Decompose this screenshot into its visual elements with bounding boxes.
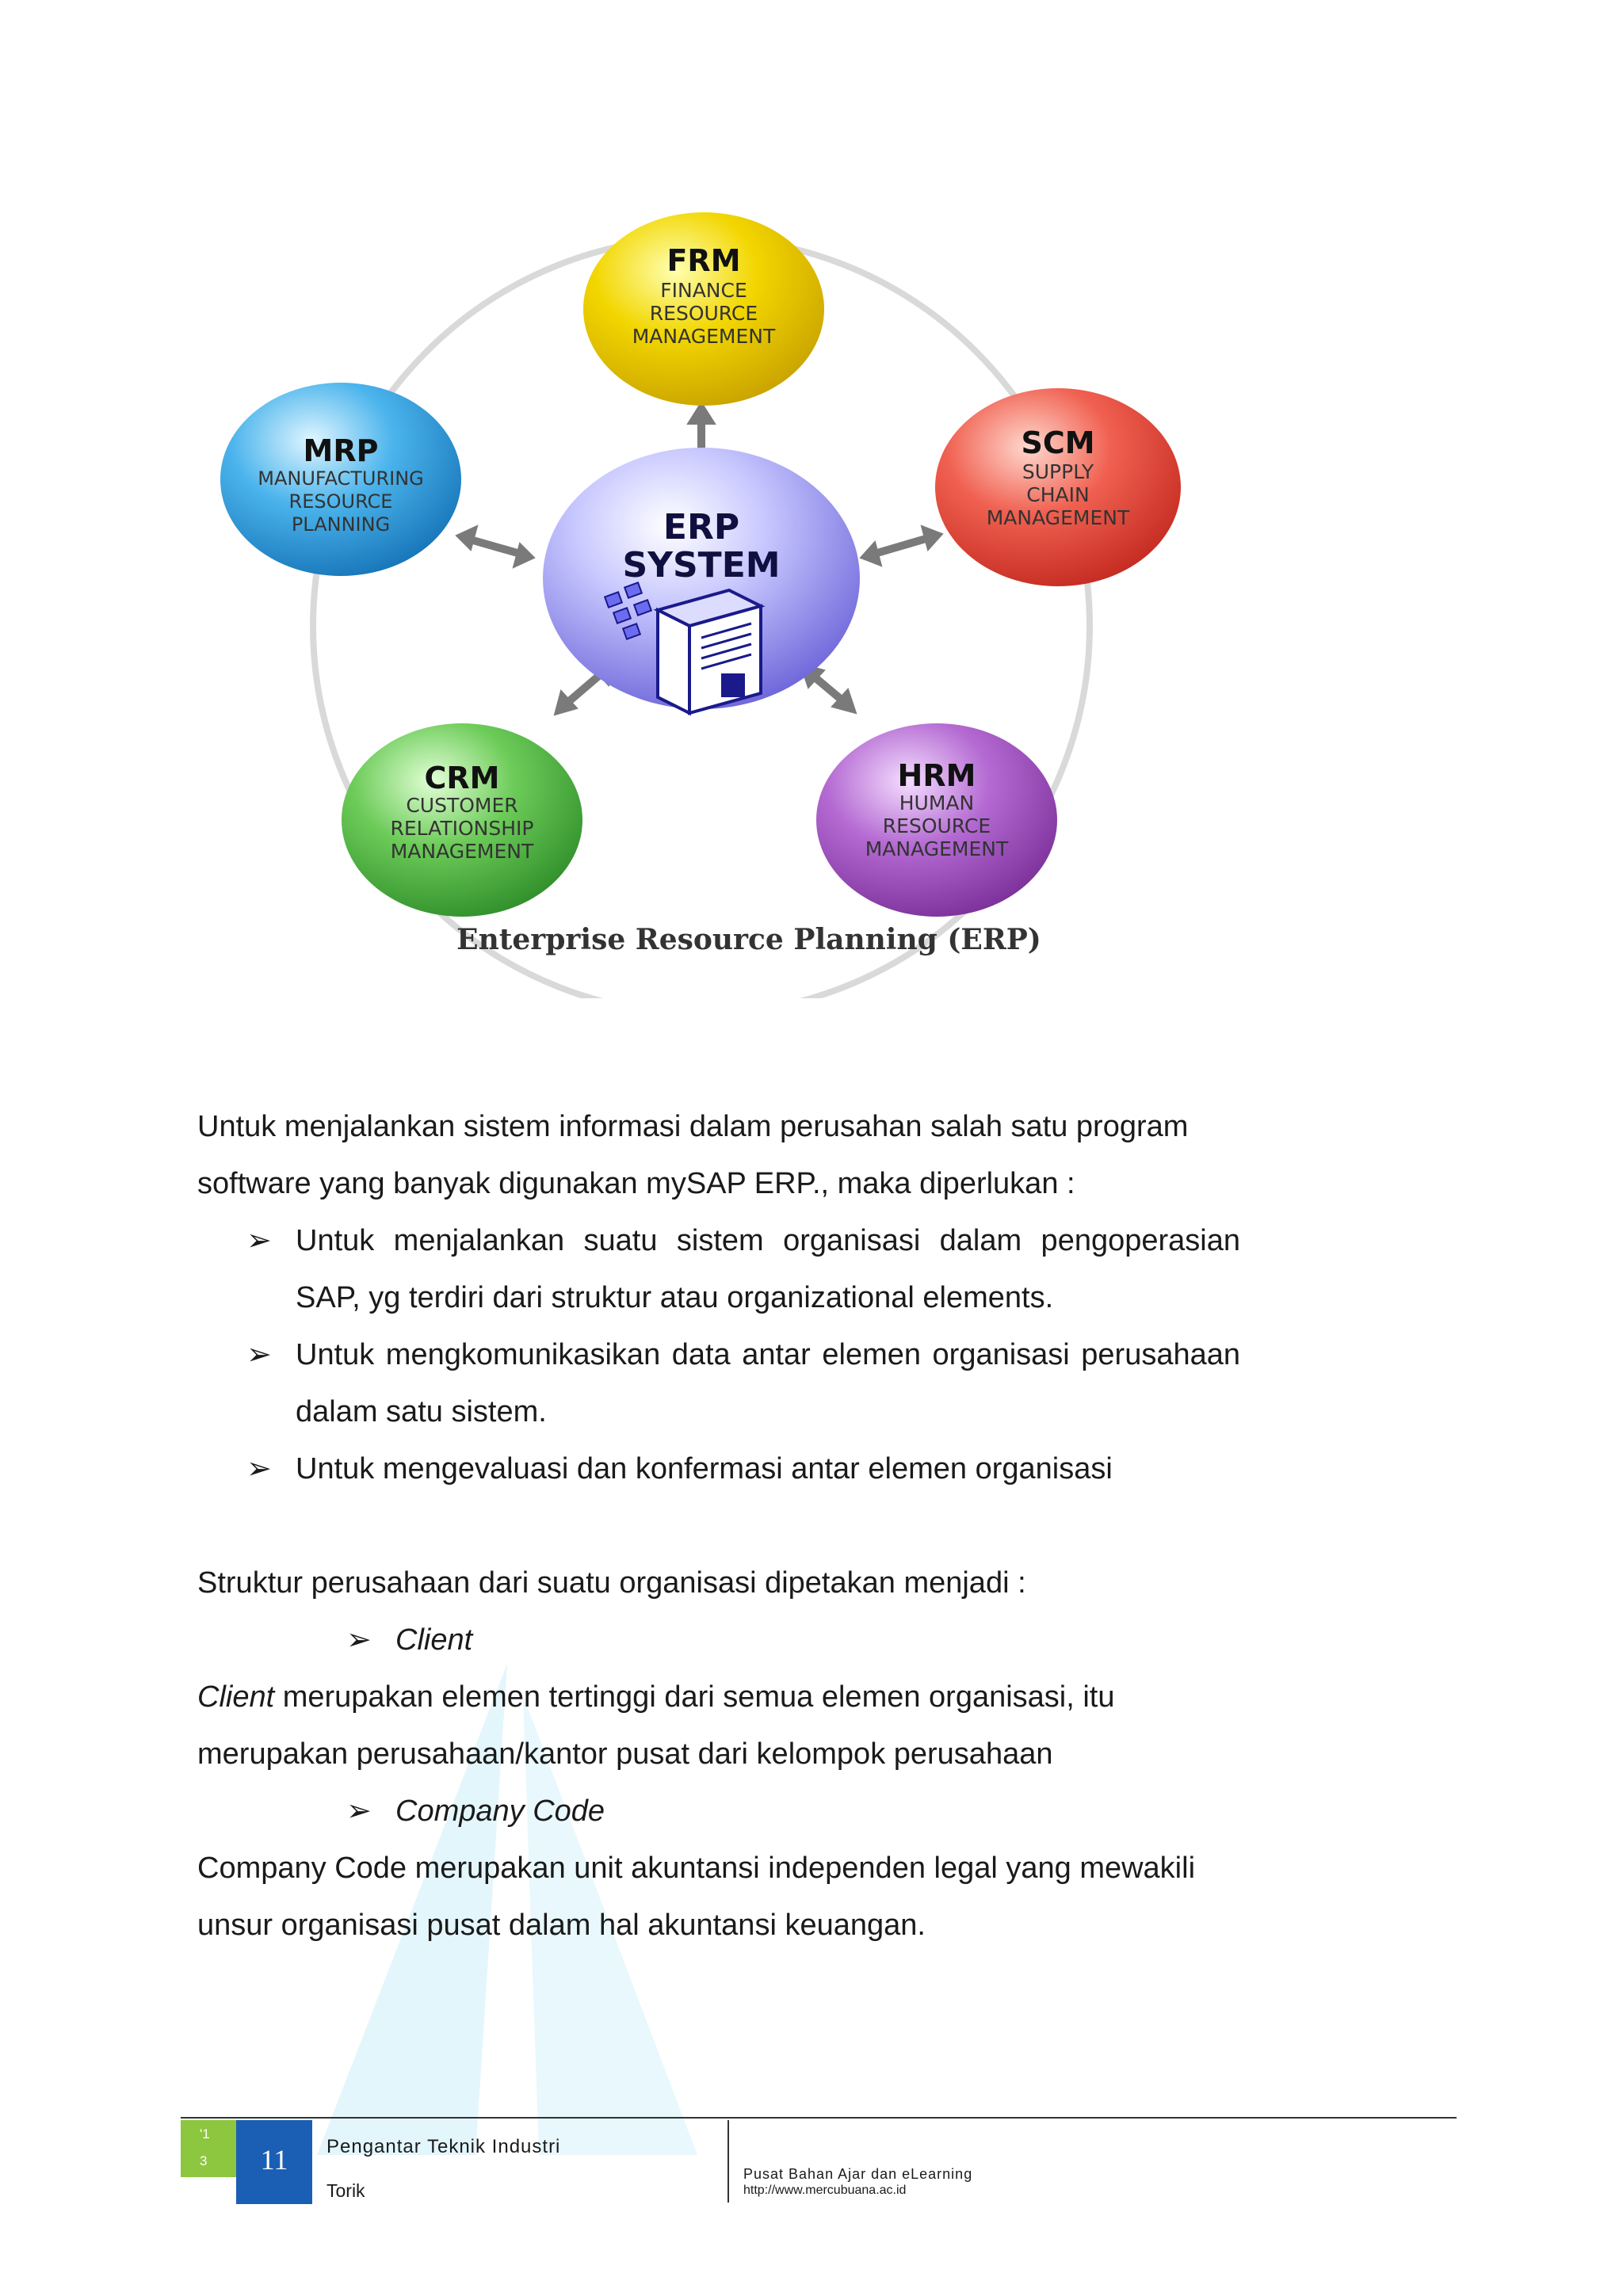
svg-text:SUPPLY: SUPPLY: [1022, 460, 1094, 483]
svg-text:CRM: CRM: [425, 761, 500, 795]
svg-text:SCM: SCM: [1021, 425, 1094, 460]
company-heading-list: ➢Company Code: [197, 1783, 1240, 1840]
arrow-bullet-icon: ➢: [246, 1224, 272, 1257]
svg-text:MANAGEMENT: MANAGEMENT: [987, 506, 1130, 529]
svg-text:MANAGEMENT: MANAGEMENT: [865, 837, 1009, 860]
svg-text:CUSTOMER: CUSTOMER: [406, 794, 517, 817]
body-text: Untuk menjalankan sistem informasi dalam…: [197, 1098, 1240, 1954]
author-name: Torik: [327, 2180, 365, 2201]
svg-text:RESOURCE: RESOURCE: [650, 302, 758, 325]
svg-text:HRM: HRM: [898, 758, 976, 793]
intro-paragraph: Untuk menjalankan sistem informasi dalam…: [197, 1110, 1189, 1200]
year-badge: '1 3: [181, 2120, 236, 2177]
client-heading-list: ➢Client: [197, 1611, 1240, 1669]
server-icon: [603, 582, 766, 716]
svg-text:MANAGEMENT: MANAGEMENT: [632, 325, 776, 348]
footer-divider: [181, 2117, 1457, 2119]
publisher-name: Pusat Bahan Ajar dan eLearning: [743, 2166, 973, 2182]
arrow-bullet-icon: ➢: [246, 1452, 272, 1486]
svg-text:RESOURCE: RESOURCE: [289, 490, 393, 513]
list-item: ➢Untuk mengevaluasi dan konfermasi antar…: [197, 1440, 1240, 1497]
arrow-bullet-icon: ➢: [246, 1338, 272, 1371]
arrow-bullet-icon: ➢: [346, 1623, 372, 1657]
svg-text:MRP: MRP: [304, 433, 379, 468]
list-item: ➢Untuk menjalankan suatu sistem organisa…: [197, 1212, 1240, 1326]
svg-text:MANUFACTURING: MANUFACTURING: [258, 467, 424, 490]
erp-title-line1: ERP: [663, 507, 739, 547]
footer-vertical-divider: [727, 2120, 729, 2203]
course-title: Pengantar Teknik Industri: [327, 2136, 561, 2157]
svg-text:CHAIN: CHAIN: [1026, 483, 1089, 506]
publisher-url: http://www.mercubuana.ac.id: [743, 2183, 907, 2197]
client-paragraph: Client merupakan elemen tertinggi dari s…: [197, 1680, 1115, 1771]
company-code-heading: ➢Company Code: [197, 1783, 1240, 1840]
svg-text:RELATIONSHIP: RELATIONSHIP: [391, 817, 534, 840]
watermark-logo: [317, 1664, 697, 2155]
page-number: 11: [236, 2120, 312, 2204]
list-item: ➢Untuk mengkomunikasikan data antar elem…: [197, 1326, 1240, 1440]
erp-diagram: ERP SYSTEM FRM FINANCE RESOURCE MANAGEME…: [220, 212, 1181, 998]
company-code-paragraph: Company Code merupakan unit akuntansi in…: [197, 1852, 1196, 1942]
svg-text:MANAGEMENT: MANAGEMENT: [391, 840, 534, 863]
hrm-node: HRM HUMAN RESOURCE MANAGEMENT: [816, 723, 1057, 917]
scm-node: SCM SUPPLY CHAIN MANAGEMENT: [935, 388, 1181, 586]
svg-text:FINANCE: FINANCE: [660, 279, 747, 302]
svg-text:FRM: FRM: [666, 243, 740, 278]
requirements-list: ➢Untuk menjalankan suatu sistem organisa…: [197, 1212, 1240, 1497]
arrow-bullet-icon: ➢: [346, 1794, 372, 1828]
frm-node: FRM FINANCE RESOURCE MANAGEMENT: [583, 212, 824, 406]
client-term: Client: [197, 1680, 275, 1714]
mrp-node: MRP MANUFACTURING RESOURCE PLANNING: [220, 383, 461, 576]
diagram-caption: Enterprise Resource Planning (ERP): [456, 923, 1041, 956]
svg-text:PLANNING: PLANNING: [292, 513, 390, 536]
page-footer: '1 3 11 Pengantar Teknik Industri Torik …: [0, 2117, 1623, 2212]
client-heading: ➢Client: [197, 1611, 1240, 1669]
svg-text:HUMAN: HUMAN: [899, 791, 974, 814]
struktur-paragraph: Struktur perusahaan dari suatu organisas…: [197, 1566, 1026, 1600]
crm-node: CRM CUSTOMER RELATIONSHIP MANAGEMENT: [342, 723, 582, 917]
erp-title-line2: SYSTEM: [622, 545, 780, 585]
svg-text:RESOURCE: RESOURCE: [883, 814, 991, 837]
erp-system-node: ERP SYSTEM: [543, 448, 860, 716]
